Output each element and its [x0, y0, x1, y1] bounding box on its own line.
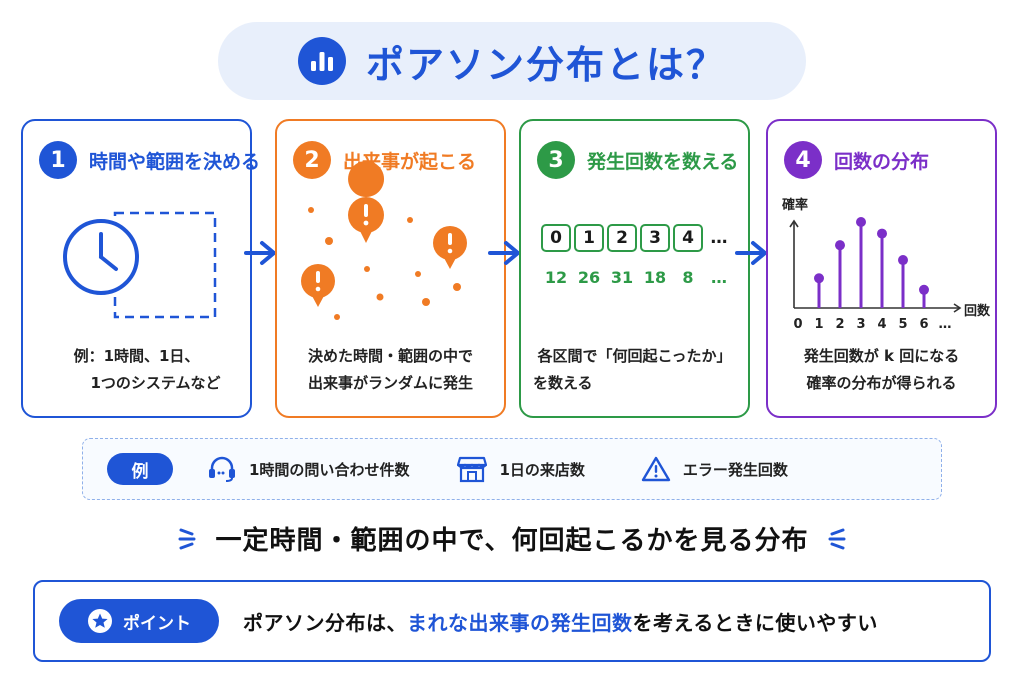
stem-point	[919, 284, 929, 295]
x-tick-label: 2	[835, 317, 844, 332]
headset-icon	[209, 456, 235, 482]
step-desc-line: 決めた時間・範囲の中で	[307, 347, 473, 365]
store-icon	[457, 456, 488, 483]
clock-icon	[63, 211, 217, 319]
interval-count: 26	[577, 268, 601, 287]
example-item: 1日の来店数	[457, 455, 585, 483]
point-box: ポイント ポアソン分布は、まれな出来事の発生回数を考えるときに使いやすい	[33, 580, 991, 662]
x-tick-label: 1	[814, 317, 823, 332]
x-axis-label: 回数	[964, 303, 991, 319]
interval-box: 3	[640, 224, 670, 252]
y-axis-label: 確率	[782, 197, 808, 213]
interval-box: 2	[607, 224, 637, 252]
point-text: ポアソン分布は、まれな出来事の発生回数を考えるときに使いやすい	[243, 607, 878, 636]
x-tick-label: 6	[919, 317, 928, 332]
interval-counts: 12 26 31 18 8 …	[541, 268, 732, 287]
warning-icon	[641, 456, 671, 482]
example-label: 1日の来店数	[499, 460, 585, 479]
step-number: 1	[39, 141, 77, 179]
step-desc-line: 各区間で「何回起こったか」	[537, 347, 732, 365]
stem-point	[877, 228, 887, 239]
y-axis-arrow	[789, 219, 799, 228]
interval-box: 1	[574, 224, 604, 252]
arrow-right-icon	[735, 241, 767, 265]
stem-point	[835, 240, 845, 251]
interval-count: 8	[682, 268, 694, 287]
stem-point	[814, 273, 824, 284]
example-label: 1時間の問い合わせ件数	[249, 460, 410, 479]
x-tick-label: 5	[898, 317, 907, 332]
point-badge: ポイント	[59, 599, 219, 643]
interval-box: 4	[673, 224, 703, 252]
star-icon	[88, 609, 112, 633]
point-text-part: ポアソン分布は、	[243, 610, 407, 635]
x-axis-arrow	[953, 303, 962, 313]
step-label: 時間や範囲を決める	[89, 150, 261, 173]
step-number: 4	[784, 141, 822, 179]
examples-box: 例 1時間の問い合わせ件数 1日の来店数 エラー発生回数	[82, 438, 942, 500]
point-text-part: を考えるときに使いやすい	[632, 610, 878, 635]
stem-point	[898, 255, 908, 266]
examples-badge: 例	[107, 453, 173, 485]
example-item: エラー発生回数	[641, 455, 788, 483]
step-desc-line: 発生回数が k 回になる	[803, 347, 960, 365]
step-number: 3	[537, 141, 575, 179]
title-banner: ポアソン分布とは？	[218, 22, 806, 100]
step-desc-line: 確率の分布が得られる	[806, 374, 957, 392]
step-number: 2	[293, 141, 331, 179]
step-label: 発生回数を数える	[587, 150, 739, 173]
interval-count: 31	[610, 268, 634, 287]
emphasis-left-icon	[178, 528, 196, 549]
step-desc-line: 出来事がランダムに発生	[307, 374, 473, 392]
step-desc-line: 1つのシステムなど	[90, 374, 221, 392]
step-card-1: 1 時間や範囲を決める 例：1時間、1日、 1つのシステムなど	[21, 119, 260, 418]
tagline: 一定時間・範囲の中で、何回起こるかを見る分布	[0, 520, 1024, 557]
interval-count: 18	[643, 268, 667, 287]
x-tick-label: 4	[877, 317, 886, 332]
example-label: エラー発生回数	[682, 460, 788, 479]
tagline-text: 一定時間・範囲の中で、何回起こるかを見る分布	[215, 526, 809, 556]
page-title: ポアソン分布とは？	[365, 42, 726, 87]
step-desc-line: 例：1時間、1日、	[73, 347, 200, 365]
interval-count: …	[711, 268, 727, 287]
step-card-2: 2 出来事が起こる 決めた時間・範囲の中で 出来事がランダムに発生	[275, 119, 506, 418]
interval-count: 12	[544, 268, 568, 287]
x-tick-label: 0	[793, 317, 802, 332]
interval-box: …	[710, 228, 728, 248]
exclamation-icon	[301, 161, 467, 320]
arrow-right-icon	[244, 241, 276, 265]
example-item: 1時間の問い合わせ件数	[207, 455, 409, 483]
stem-point	[856, 217, 866, 227]
x-tick-label: 3	[856, 317, 865, 332]
emphasis-right-icon	[828, 528, 846, 549]
bar-chart-icon	[297, 37, 346, 85]
point-badge-label: ポイント	[123, 613, 191, 634]
interval-box: 0	[541, 224, 571, 252]
point-text-highlight: まれな出来事の発生回数	[407, 610, 633, 635]
step-label: 回数の分布	[834, 150, 930, 173]
step-desc-line: を数える	[533, 374, 593, 392]
arrow-right-icon	[488, 241, 520, 265]
x-tick-label: …	[939, 317, 952, 332]
